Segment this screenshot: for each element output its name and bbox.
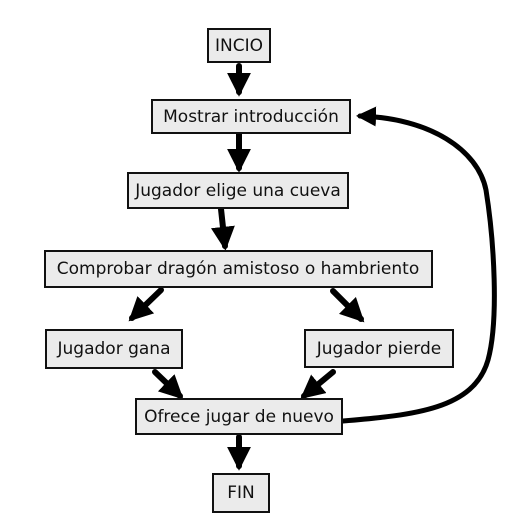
node-ofrece-jugar: Ofrece jugar de nuevo — [135, 398, 343, 435]
node-jugador-gana: Jugador gana — [45, 329, 183, 369]
node-jugador-elige-cueva: Jugador elige una cueva — [127, 172, 349, 209]
node-fin: FIN — [212, 473, 270, 513]
edge-comprobar-dragon-to-jugador-gana — [128, 287, 164, 322]
node-ofrece-jugar-label: Ofrece jugar de nuevo — [144, 407, 334, 427]
node-inicio-label: INCIO — [215, 36, 263, 56]
node-jugador-gana-label: Jugador gana — [57, 339, 171, 359]
edge-jugador-pierde-to-ofrece-jugar — [300, 369, 336, 400]
node-comprobar-dragon: Comprobar dragón amistoso o hambriento — [44, 250, 433, 288]
node-inicio: INCIO — [207, 28, 271, 63]
edge-jugador-elige-to-comprobar-dragon — [211, 206, 235, 251]
edge-jugador-gana-to-ofrece-jugar — [152, 369, 184, 400]
node-jugador-pierde: Jugador pierde — [304, 329, 454, 368]
node-fin-label: FIN — [227, 483, 255, 503]
node-jugador-elige-cueva-label: Jugador elige una cueva — [134, 181, 341, 201]
node-jugador-pierde-label: Jugador pierde — [316, 339, 442, 359]
edge-ofrece-jugar-loop-to-mostrar-introduccion — [340, 106, 497, 424]
node-mostrar-introduccion: Mostrar introducción — [151, 99, 351, 134]
node-comprobar-dragon-label: Comprobar dragón amistoso o hambriento — [57, 259, 419, 279]
node-mostrar-introduccion-label: Mostrar introducción — [163, 107, 339, 127]
edge-comprobar-dragon-to-jugador-pierde — [330, 288, 365, 323]
